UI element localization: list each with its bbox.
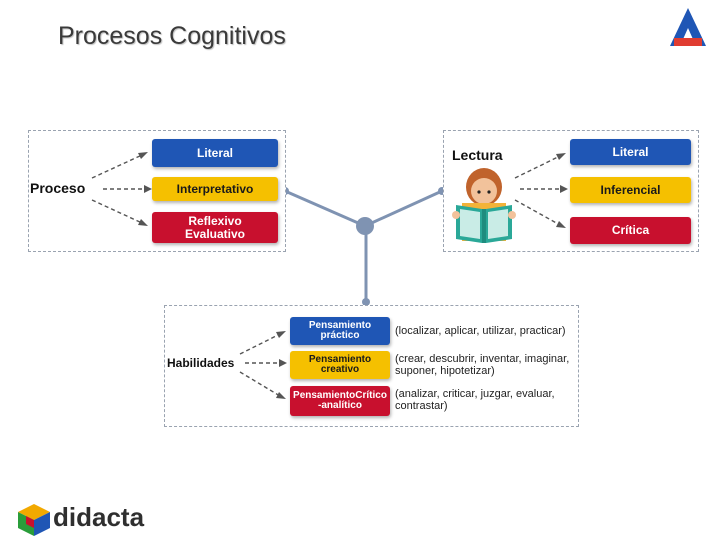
pensamiento-creativo-box: Pensamiento creativo bbox=[290, 351, 390, 379]
pensamiento-creativo-note: (crear, descubrir, inventar, imaginar, s… bbox=[395, 353, 570, 377]
lectura-label: Lectura bbox=[452, 147, 503, 163]
lectura-literal-box: Literal bbox=[570, 139, 691, 165]
proceso-literal-box: Literal bbox=[152, 139, 278, 167]
habilidades-label: Habilidades bbox=[167, 356, 235, 370]
didacta-logo-text: didacta bbox=[53, 502, 145, 532]
proceso-reflexivo-box: Reflexivo Evaluativo bbox=[152, 212, 278, 243]
pensamiento-critico-box: PensamientoCrítico -analítico bbox=[290, 386, 390, 416]
lectura-critica-box: Crítica bbox=[570, 217, 691, 244]
lectura-inferencial-box: Inferencial bbox=[570, 177, 691, 203]
page-title: Procesos Cognitivos bbox=[58, 22, 286, 50]
proceso-label: Proceso bbox=[30, 180, 86, 196]
pensamiento-critico-note: (analizar, criticar, juzgar, evaluar, co… bbox=[395, 388, 555, 412]
pensamiento-practico-box: Pensamiento práctico bbox=[290, 317, 390, 345]
proceso-interpretativo-box: Interpretativo bbox=[152, 177, 278, 201]
pensamiento-practico-note: (localizar, aplicar, utilizar, practicar… bbox=[395, 325, 566, 337]
